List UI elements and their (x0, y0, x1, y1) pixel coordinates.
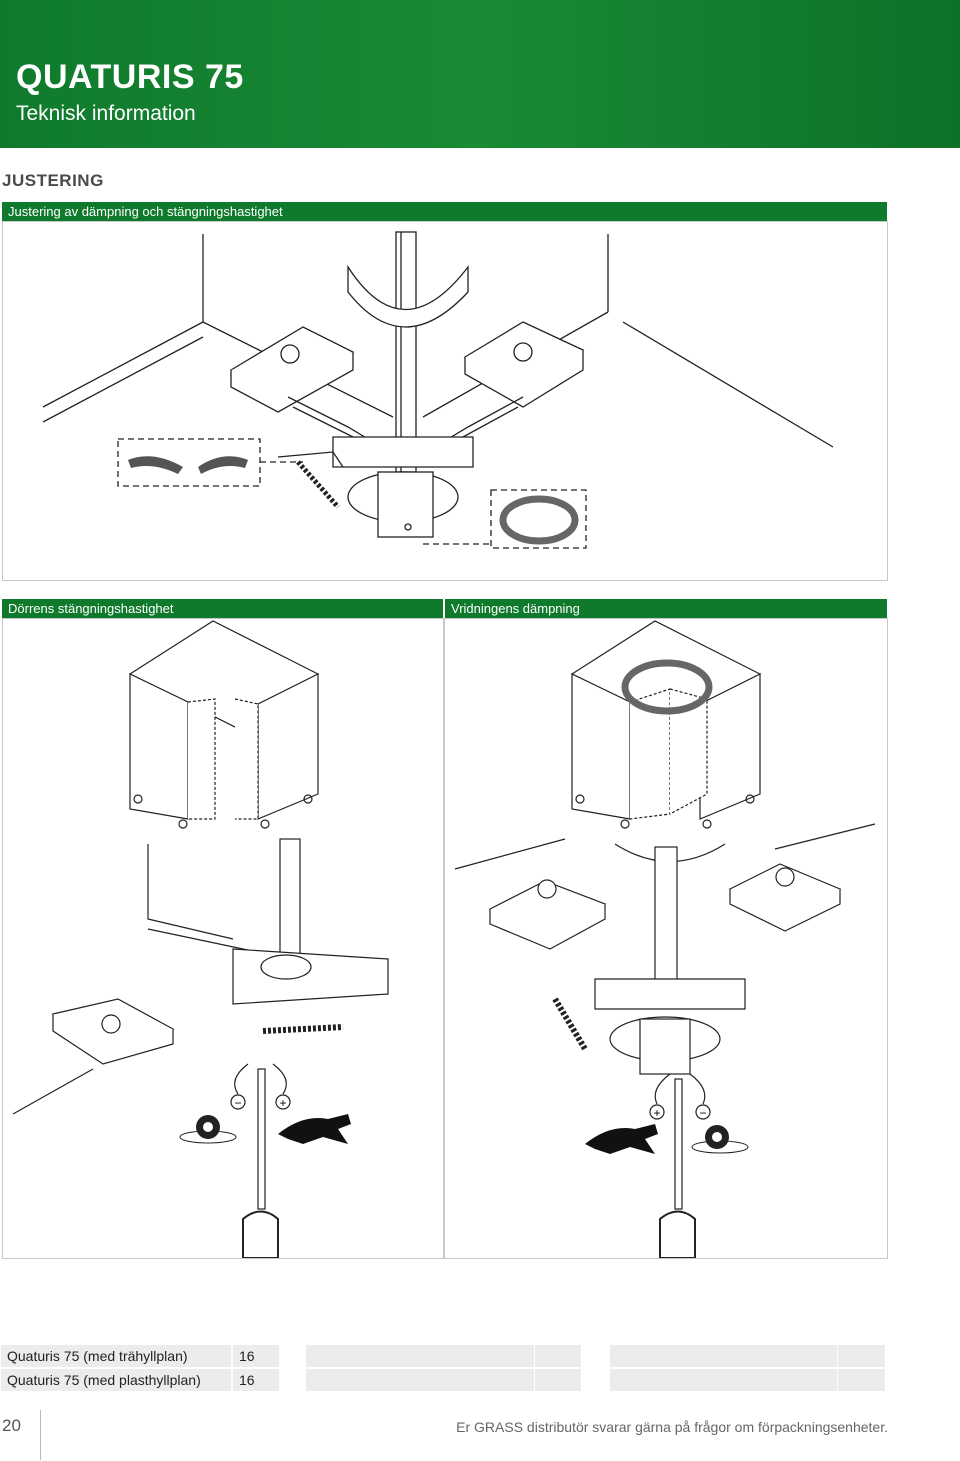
right-panel-label: Vridningens dämpning (445, 599, 887, 618)
table-cell-name: Quaturis 75 (med plasthyllplan) (1, 1369, 231, 1391)
section-title: JUSTERING (2, 171, 104, 190)
hare-icon (585, 1124, 658, 1154)
rotation-arrow-icon (621, 659, 713, 715)
empty-table-cell (610, 1369, 885, 1391)
svg-text:+: + (279, 1096, 286, 1110)
table-cell-name: Quaturis 75 (med trähyllplan) (1, 1345, 231, 1367)
spec-table: Quaturis 75 (med trähyllplan) 16 Quaturi… (1, 1343, 279, 1393)
footer-divider (40, 1410, 41, 1460)
svg-text:+: + (653, 1106, 660, 1120)
empty-table-cell (306, 1345, 581, 1367)
table-divider (837, 1345, 838, 1391)
page-header: QUATURIS 75 Teknisk information (0, 0, 960, 148)
snail-icon (179, 1115, 237, 1144)
rotation-arrow-icon (499, 495, 579, 545)
hare-icon (278, 1114, 351, 1144)
screwdriver-icon (242, 1210, 279, 1258)
table-cell-value: 16 (231, 1345, 279, 1367)
snail-icon (691, 1125, 749, 1154)
svg-text:−: − (699, 1106, 706, 1120)
left-panel-illustration: − + (2, 618, 444, 1259)
footer-note: Er GRASS distributör svarar gärna på frå… (456, 1419, 888, 1435)
svg-text:−: − (234, 1096, 241, 1110)
table-divider (534, 1345, 535, 1391)
page-title: QUATURIS 75 (16, 58, 244, 96)
empty-table-cell (306, 1369, 581, 1391)
table-row: Quaturis 75 (med trähyllplan) 16 (1, 1345, 279, 1367)
table-row: Quaturis 75 (med plasthyllplan) 16 (1, 1369, 279, 1391)
page-number: 20 (2, 1416, 21, 1435)
table-cell-value: 16 (231, 1369, 279, 1391)
left-panel-label: Dörrens stängningshastighet (2, 599, 443, 618)
right-panel-illustration: + − (444, 618, 888, 1259)
swing-arrow-icon (128, 456, 183, 474)
top-panel-illustration (2, 221, 888, 581)
page-subtitle: Teknisk information (16, 102, 196, 125)
screwdriver-icon (659, 1210, 696, 1258)
empty-table-cell (610, 1345, 885, 1367)
top-panel-label: Justering av dämpning och stängningshast… (2, 202, 887, 221)
